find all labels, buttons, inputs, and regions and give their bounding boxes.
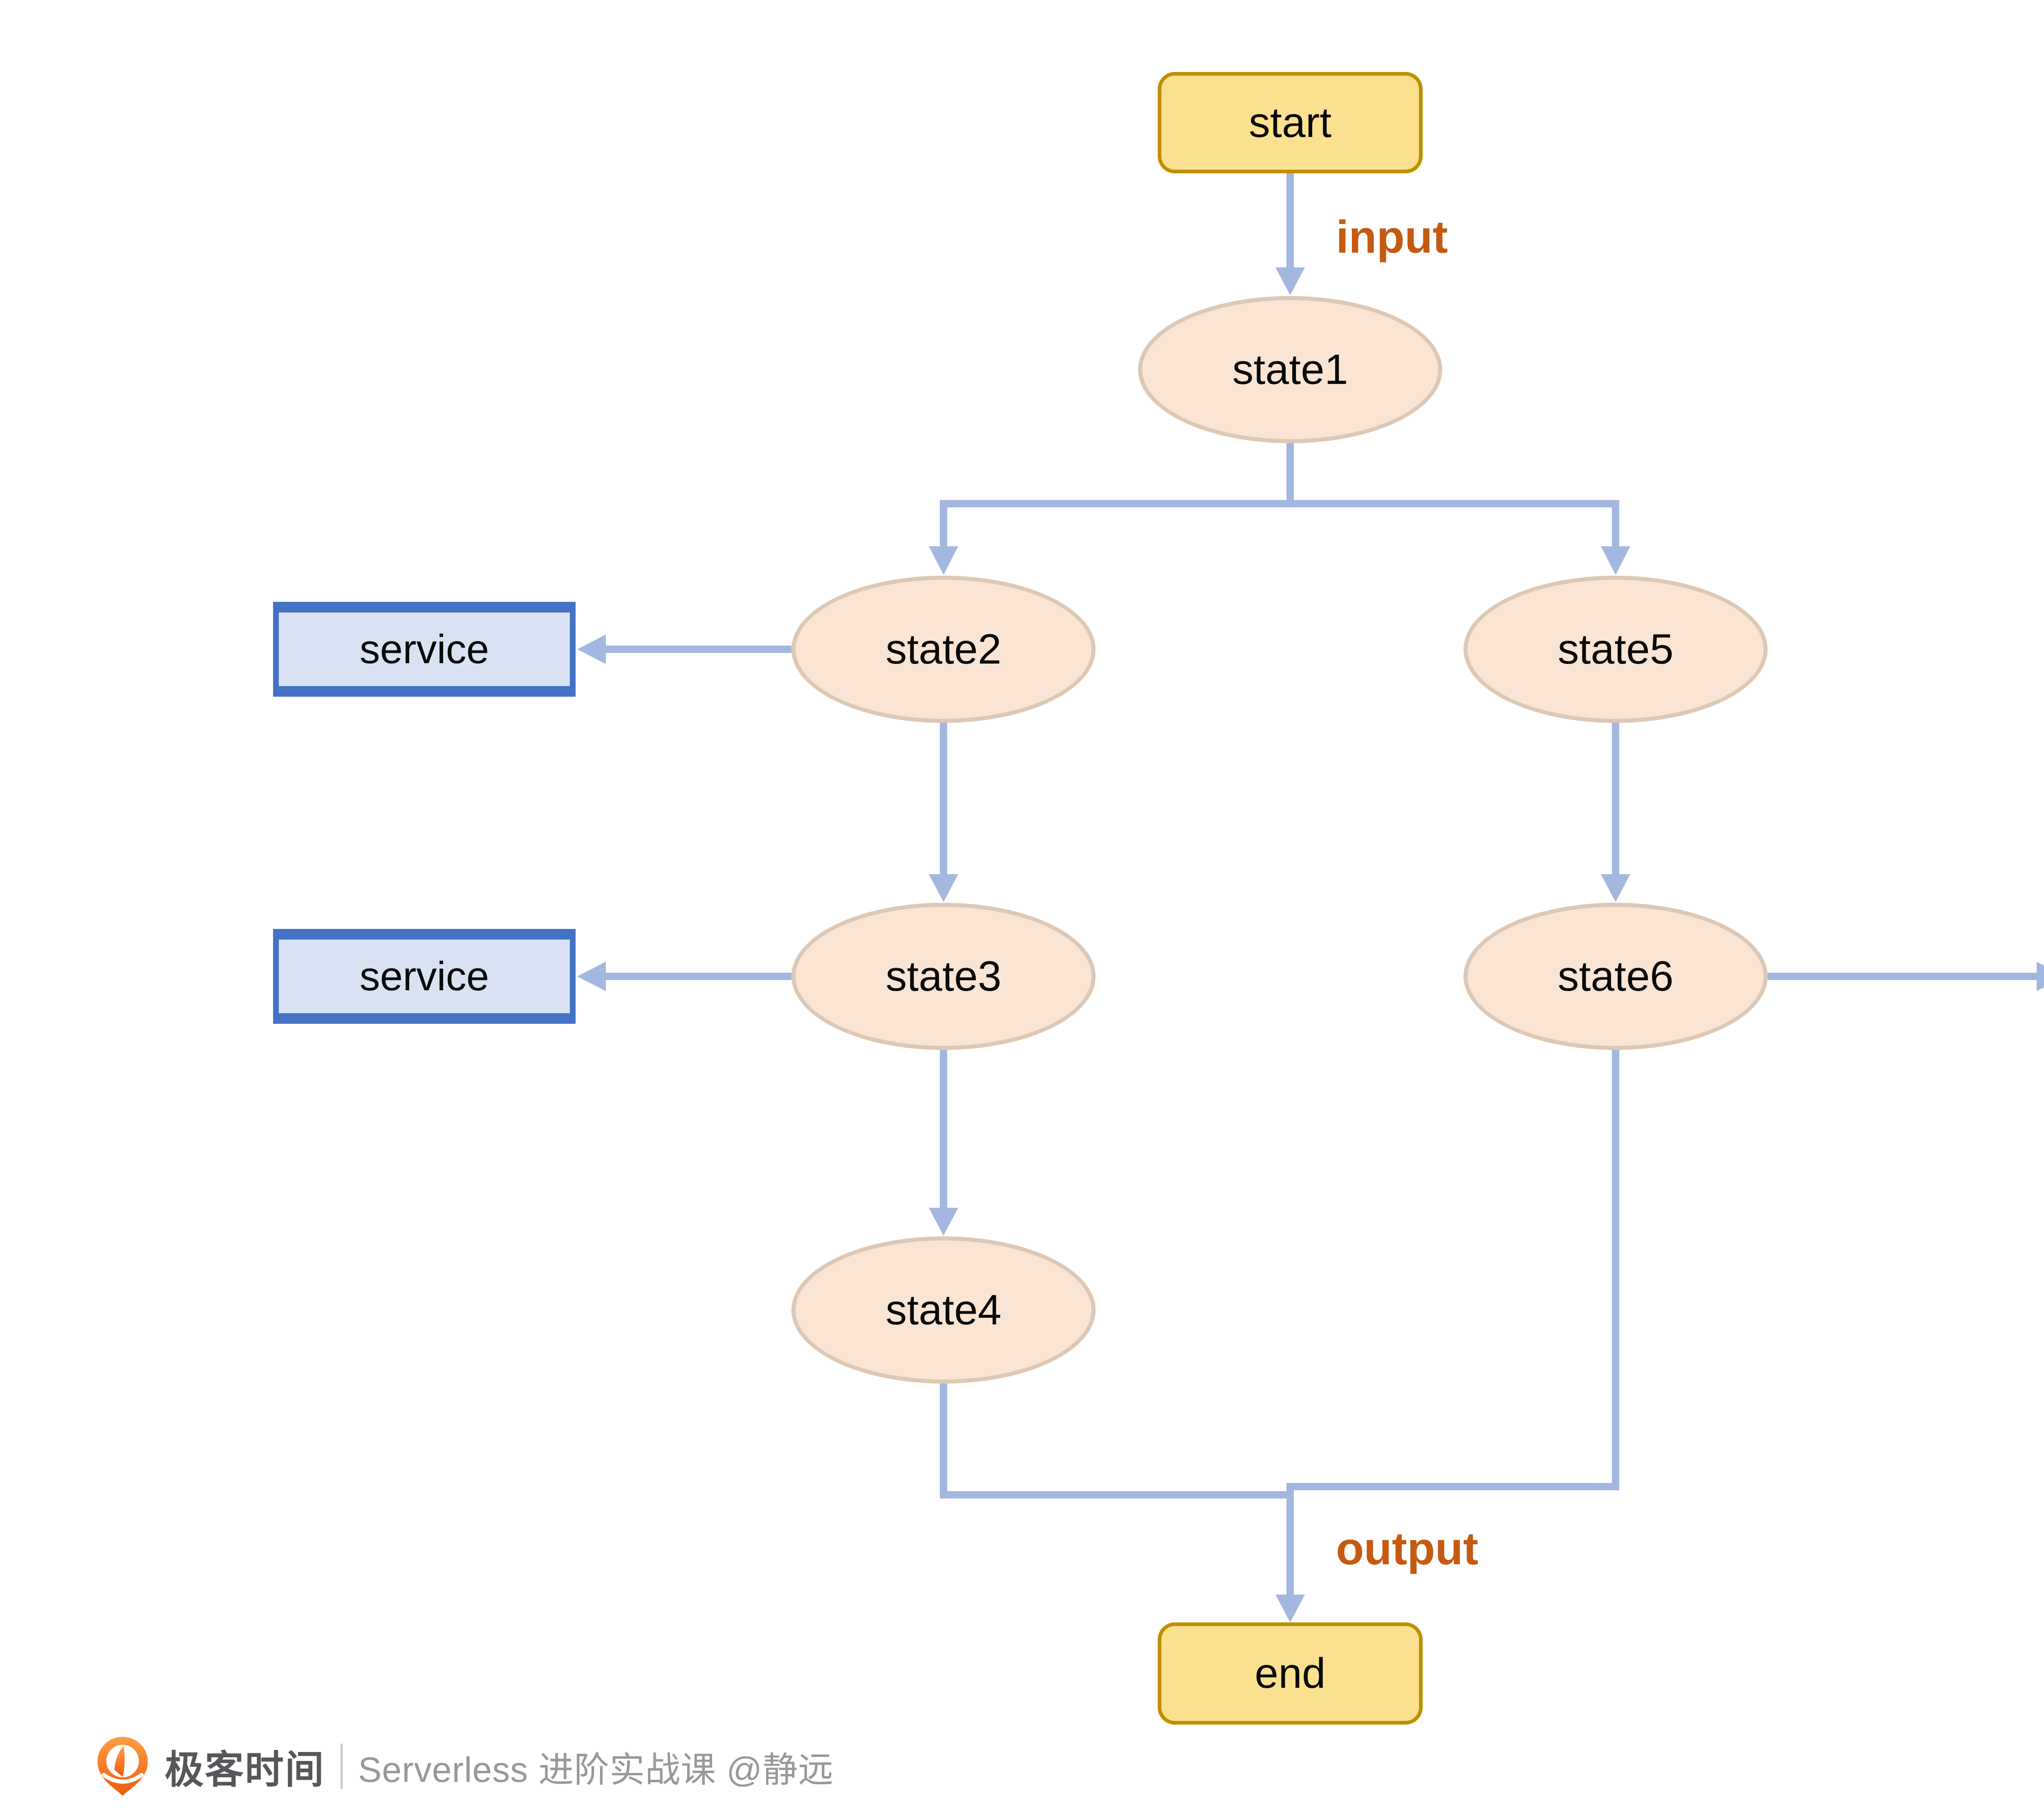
node-state3: state3 — [791, 903, 1096, 1050]
node-end-label: end — [1255, 1650, 1326, 1697]
footer-watermark: 极客时间 Serverless 进阶实战课 @静远 — [92, 1734, 834, 1799]
node-state3-label: state3 — [885, 953, 1002, 1000]
edge-state2-to-state3 — [929, 723, 958, 902]
edge-state1-branch-line — [940, 443, 1619, 507]
edge-state5-to-state6 — [1601, 723, 1630, 902]
edge-branch-to-state5 — [1601, 500, 1630, 575]
edge-state6-to-merge — [1286, 1050, 1619, 1490]
node-state5: state5 — [1464, 576, 1768, 723]
footer-course-title: Serverless 进阶实战课 @静远 — [358, 1750, 834, 1790]
node-service-2-label: service — [359, 953, 489, 999]
node-service-2: service — [273, 929, 576, 1024]
node-state4-label: state4 — [885, 1286, 1002, 1334]
footer-divider — [341, 1743, 343, 1789]
edge-start-to-state1 — [1275, 173, 1305, 295]
edge-branch-to-state2 — [929, 500, 958, 575]
geektime-logo-icon — [97, 1737, 148, 1796]
edge-state3-to-service2 — [577, 962, 791, 991]
node-state6-label: state6 — [1558, 953, 1674, 1000]
node-state2: state2 — [791, 576, 1096, 723]
edge-state6-to-service3 — [1768, 962, 2044, 991]
node-state2-label: state2 — [885, 626, 1002, 673]
node-state4: state4 — [791, 1236, 1096, 1384]
edge-merge-to-end — [1275, 1483, 1305, 1622]
edge-label-input: input — [1336, 211, 1448, 262]
node-state5-label: state5 — [1558, 626, 1674, 673]
edge-state2-to-service1 — [577, 635, 791, 664]
edge-state4-to-merge — [940, 1384, 1294, 1498]
footer-brand: 极客时间 — [165, 1748, 325, 1792]
edge-state3-to-state4 — [929, 1050, 958, 1236]
node-state1-label: state1 — [1232, 346, 1348, 393]
node-end: end — [1158, 1622, 1423, 1725]
node-state1: state1 — [1138, 296, 1442, 443]
node-service-1-label: service — [359, 626, 489, 672]
node-state6: state6 — [1464, 903, 1768, 1050]
node-start-label: start — [1248, 99, 1332, 146]
node-start: start — [1158, 72, 1423, 173]
edge-label-output: output — [1336, 1523, 1479, 1574]
node-service-1: service — [273, 602, 576, 697]
